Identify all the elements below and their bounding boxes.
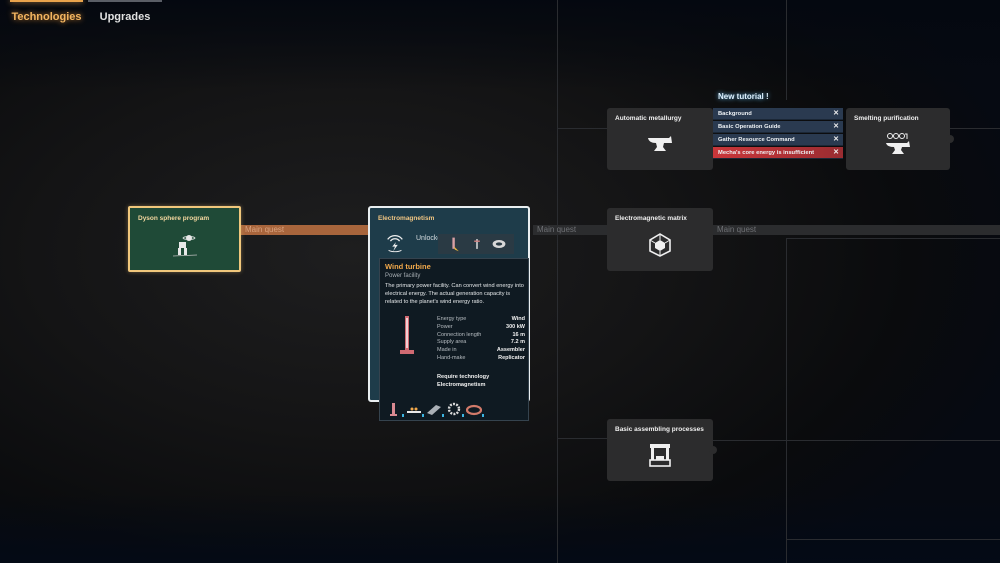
require-value: Electromagnetism: [437, 382, 486, 388]
node-title: Smelting purification: [854, 115, 919, 122]
close-icon[interactable]: ✕: [833, 110, 839, 117]
require-label: Require technology: [437, 374, 490, 380]
grid-line: [557, 0, 558, 563]
magnetic-coil-icon: [465, 402, 484, 417]
tutorial-item-label: Gather Resource Command: [718, 137, 795, 143]
connector-label: Main quest: [717, 225, 757, 234]
stat-value: 300 kW: [506, 323, 525, 330]
tech-node-automatic-metallurgy[interactable]: Automatic metallurgy: [607, 108, 713, 170]
tech-node-dyson-sphere-program[interactable]: Dyson sphere program: [128, 206, 241, 272]
main-quest-connector: Main quest: [241, 225, 371, 235]
stat-value: Wind: [511, 316, 525, 322]
close-icon[interactable]: ✕: [833, 136, 839, 143]
stat-value: 16 m: [512, 331, 525, 338]
wind-turbine-icon: [400, 316, 414, 354]
main-quest-connector: Main quest: [713, 225, 1000, 235]
tutorial-item-label: Basic Operation Guide: [718, 124, 781, 130]
stat-label: Hand-make: [437, 354, 466, 361]
recipe-row: [386, 398, 484, 417]
connector-label: Main quest: [245, 225, 285, 234]
tutorial-item-background[interactable]: Background ✕: [713, 108, 843, 120]
close-icon[interactable]: ✕: [833, 123, 839, 130]
tutorial-item-label: Background: [718, 111, 752, 117]
node-title: Dyson sphere program: [138, 215, 210, 222]
unlocked-label: Unlocked: [416, 235, 446, 242]
tutorial-item-core-energy-alert[interactable]: Mecha's core energy is insufficient ✕: [713, 147, 843, 159]
stat-value: 7.2 m: [510, 339, 525, 346]
grid-line: [786, 539, 1000, 540]
tab-indicator: [88, 0, 162, 2]
stat-row: Supply area 7.2 m: [437, 339, 525, 347]
tooltip-stats: Energy type Wind Power 300 kW Connection l…: [437, 316, 525, 363]
connector-port: [946, 135, 954, 143]
stat-row: Power 300 kW: [437, 324, 525, 332]
grid-line: [786, 238, 1000, 239]
item-tooltip: Wind turbine Power facility The primary …: [379, 258, 529, 421]
tech-node-electromagnetic-matrix[interactable]: Electromagnetic matrix: [607, 208, 713, 271]
node-title: Basic assembling processes: [615, 426, 704, 433]
tech-node-basic-assembling-processes[interactable]: Basic assembling processes: [607, 419, 717, 481]
top-vignette: [0, 0, 1000, 90]
tab-technologies[interactable]: Technologies: [10, 0, 83, 34]
stat-label: Made in: [437, 347, 457, 354]
tutorial-item-basic-operation-guide[interactable]: Basic Operation Guide ✕: [713, 121, 843, 133]
stat-row: Energy type Wind: [437, 316, 525, 324]
stat-value: Replicator: [498, 354, 525, 361]
mecha-icon: [172, 235, 197, 257]
connector-label: Main quest: [537, 225, 577, 234]
tooltip-requirement: Require technology Electromagnetism: [437, 373, 489, 389]
tooltip-description: The primary power facility. Can convert …: [385, 283, 524, 305]
tutorial-title: New tutorial !: [718, 92, 769, 101]
grid-line: [557, 128, 607, 129]
tutorial-item-gather-resource-command[interactable]: Gather Resource Command ✕: [713, 134, 843, 146]
tutorial-item-label: Mecha's core energy is insufficient: [718, 150, 815, 156]
main-quest-connector: Main quest: [533, 225, 607, 235]
stat-label: Supply area: [437, 339, 467, 346]
node-title: Electromagnetism: [378, 215, 435, 222]
stat-row: Connection length 16 m: [437, 332, 525, 340]
wind-turbine-icon: [386, 402, 404, 417]
connector-port: [709, 446, 717, 454]
stat-label: Energy type: [437, 316, 467, 322]
assembler-icon: [649, 443, 671, 467]
unlocked-items: [438, 234, 514, 254]
matrix-cube-icon: [649, 232, 671, 257]
grid-line: [950, 128, 1000, 129]
bottom-vignette: [0, 493, 1000, 563]
stat-label: Connection length: [437, 331, 482, 338]
tab-active-indicator: [10, 0, 83, 2]
node-title: Automatic metallurgy: [615, 115, 682, 122]
stat-row: Hand-make Replicator: [437, 355, 525, 363]
close-icon[interactable]: ✕: [833, 149, 839, 156]
iron-plate-icon: [426, 402, 444, 417]
grid-line: [712, 440, 1000, 441]
wind-power-icon: [387, 235, 403, 253]
stat-label: Power: [437, 323, 453, 330]
smelter-icon: [406, 402, 424, 417]
node-title: Electromagnetic matrix: [615, 215, 687, 222]
gear-icon: [446, 402, 464, 417]
anvil-molecule-icon: [886, 132, 910, 154]
tooltip-title: Wind turbine: [385, 262, 431, 271]
tab-label: Technologies: [11, 11, 82, 23]
grid-line: [557, 438, 607, 439]
grid-line: [786, 238, 787, 563]
tesla-tower-icon[interactable]: [470, 235, 484, 253]
stat-row: Made in Assembler: [437, 347, 525, 355]
grid-line: [786, 0, 787, 100]
wind-turbine-icon[interactable]: [446, 235, 462, 253]
tech-node-smelting-purification[interactable]: Smelting purification: [846, 108, 954, 170]
tooltip-subtitle: Power facility: [385, 273, 421, 279]
stat-value: Assembler: [496, 347, 525, 354]
anvil-icon: [648, 135, 672, 151]
tab-upgrades[interactable]: Upgrades: [88, 0, 162, 34]
magnet-ring-icon[interactable]: [490, 236, 508, 252]
tab-label: Upgrades: [99, 11, 151, 23]
